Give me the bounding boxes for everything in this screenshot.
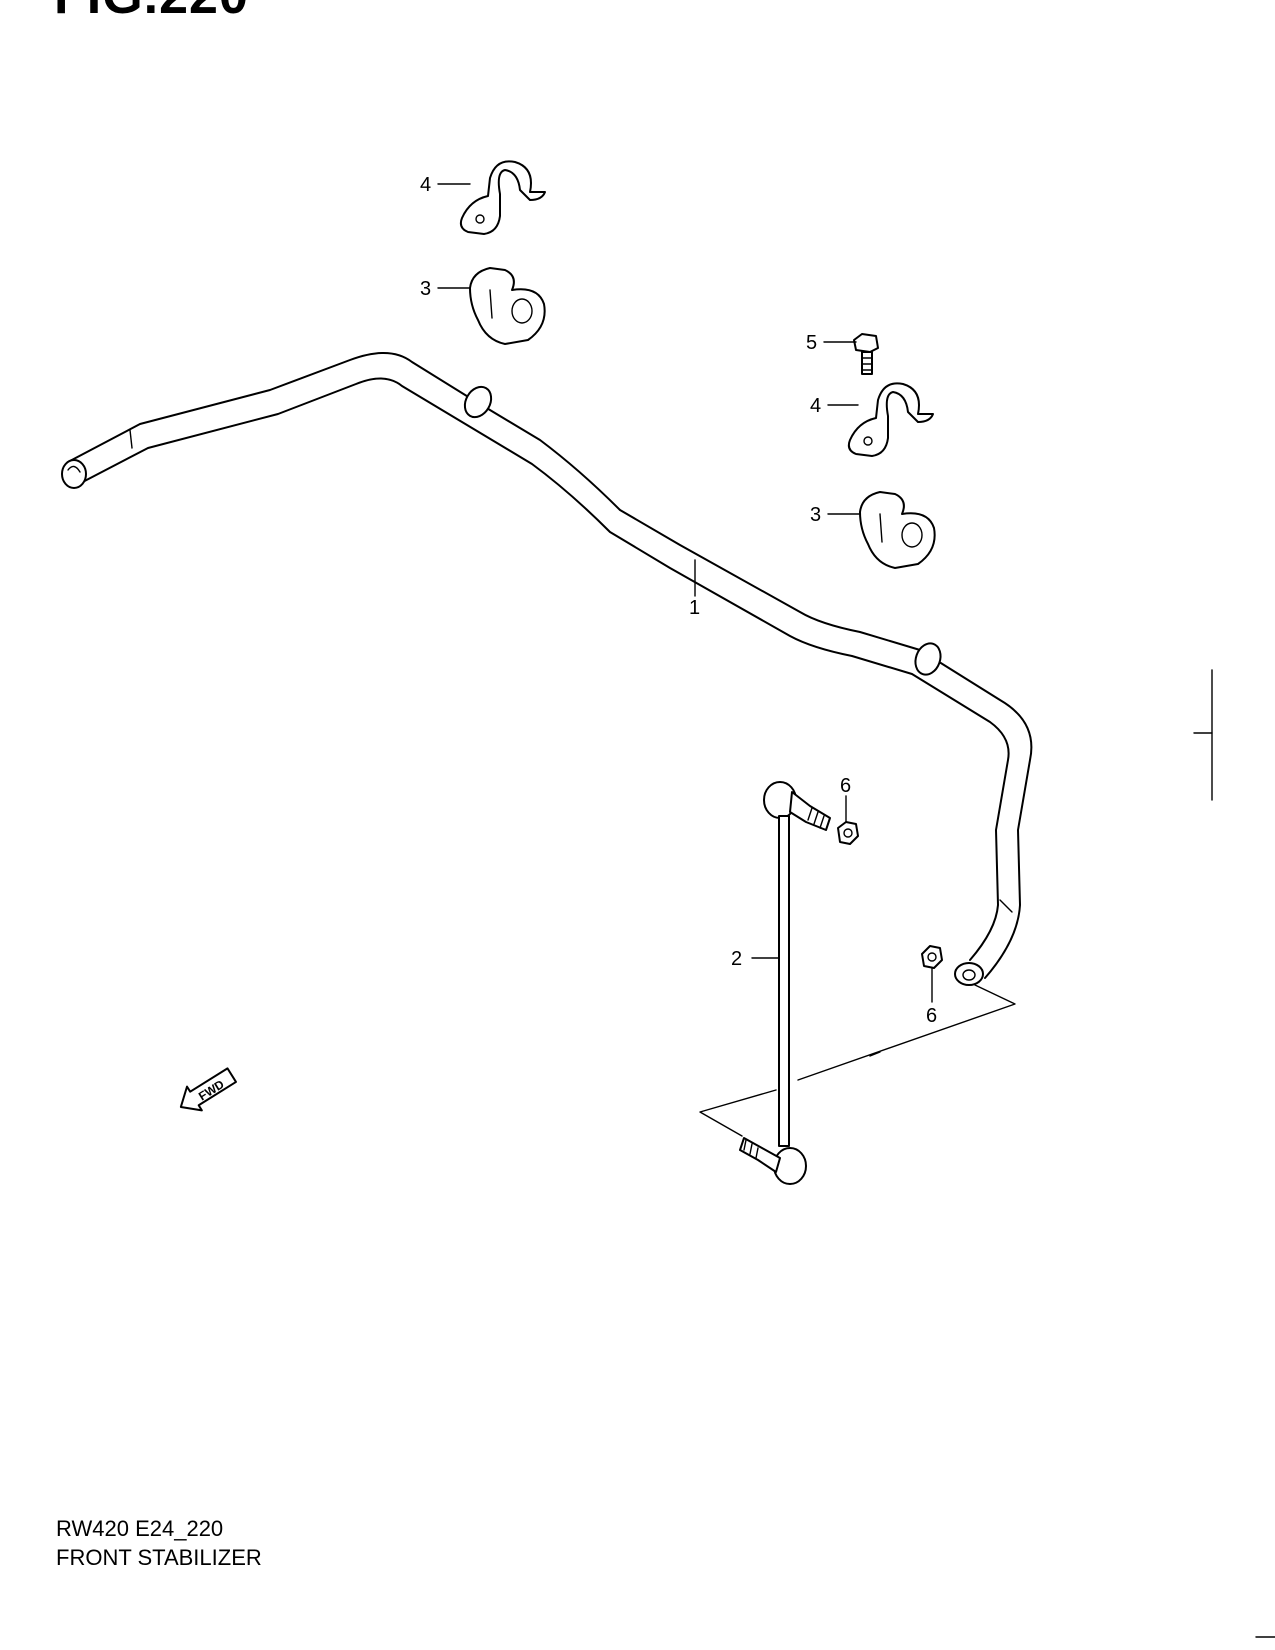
fwd-arrow-icon: FWD bbox=[179, 1067, 237, 1112]
callout-bushing-left: 3 bbox=[420, 278, 431, 300]
bushing-left bbox=[469, 267, 546, 345]
callout-bar: 1 bbox=[689, 597, 700, 619]
assembly-reference-lines bbox=[699, 984, 1016, 1137]
callout-nut-upper: 6 bbox=[840, 775, 851, 797]
bushing-right bbox=[859, 491, 936, 569]
page-edge-marks bbox=[1193, 669, 1275, 1638]
leader-lines bbox=[437, 183, 933, 1003]
nut-upper bbox=[837, 821, 859, 845]
model-code: RW420 E24_220 bbox=[56, 1516, 224, 1541]
stabilizer-link bbox=[739, 781, 831, 1185]
callout-nut-lower: 6 bbox=[926, 1005, 937, 1027]
callout-bolt: 5 bbox=[806, 332, 817, 354]
figure-title: FIG.220 bbox=[54, 0, 249, 22]
bolt bbox=[853, 333, 879, 375]
callout-labels: 4 3 5 4 3 1 2 6 6 bbox=[420, 174, 937, 1027]
stabilizer-bar bbox=[61, 351, 1033, 986]
section-name: FRONT STABILIZER bbox=[56, 1545, 262, 1570]
bracket-left bbox=[459, 160, 546, 235]
callout-bushing-right: 3 bbox=[810, 504, 821, 526]
callout-bracket-right: 4 bbox=[810, 395, 821, 417]
bracket-right bbox=[847, 382, 934, 457]
callout-link: 2 bbox=[731, 948, 742, 970]
callout-bracket-left: 4 bbox=[420, 174, 431, 196]
nut-lower bbox=[921, 945, 943, 969]
